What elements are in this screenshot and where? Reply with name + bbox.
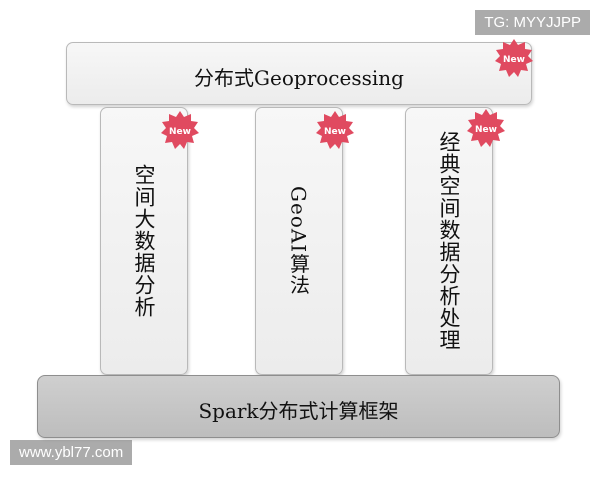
svg-text:New: New (503, 55, 525, 65)
new-badge-icon: New (315, 110, 355, 150)
svg-text:New: New (475, 125, 497, 135)
new-badge-icon: New (160, 110, 200, 150)
watermark-bottom: www.ybl77.com (10, 440, 133, 465)
svg-text:New: New (169, 127, 191, 137)
new-badge-icon: New (494, 38, 534, 78)
base-layer-box: Spark分布式计算框架 (37, 375, 560, 438)
pillar-label: 经典空间数据分析处理 (437, 131, 461, 351)
new-badge-icon: New (466, 108, 506, 148)
pillar-geoai: GeoAI算法 (255, 107, 343, 375)
top-layer-label: 分布式Geoprocessing (194, 66, 404, 90)
pillar-label: 空间大数据分析 (132, 164, 156, 318)
pillar-spatial-big-data: 空间大数据分析 (100, 107, 188, 375)
svg-text:New: New (324, 127, 346, 137)
base-layer-label: Spark分布式计算框架 (198, 399, 399, 423)
top-layer-box: 分布式Geoprocessing (66, 42, 532, 105)
watermark-top: TG: MYYJJPP (475, 10, 590, 35)
pillar-classic-spatial: 经典空间数据分析处理 (405, 107, 493, 375)
pillar-label: GeoAI算法 (286, 186, 311, 296)
